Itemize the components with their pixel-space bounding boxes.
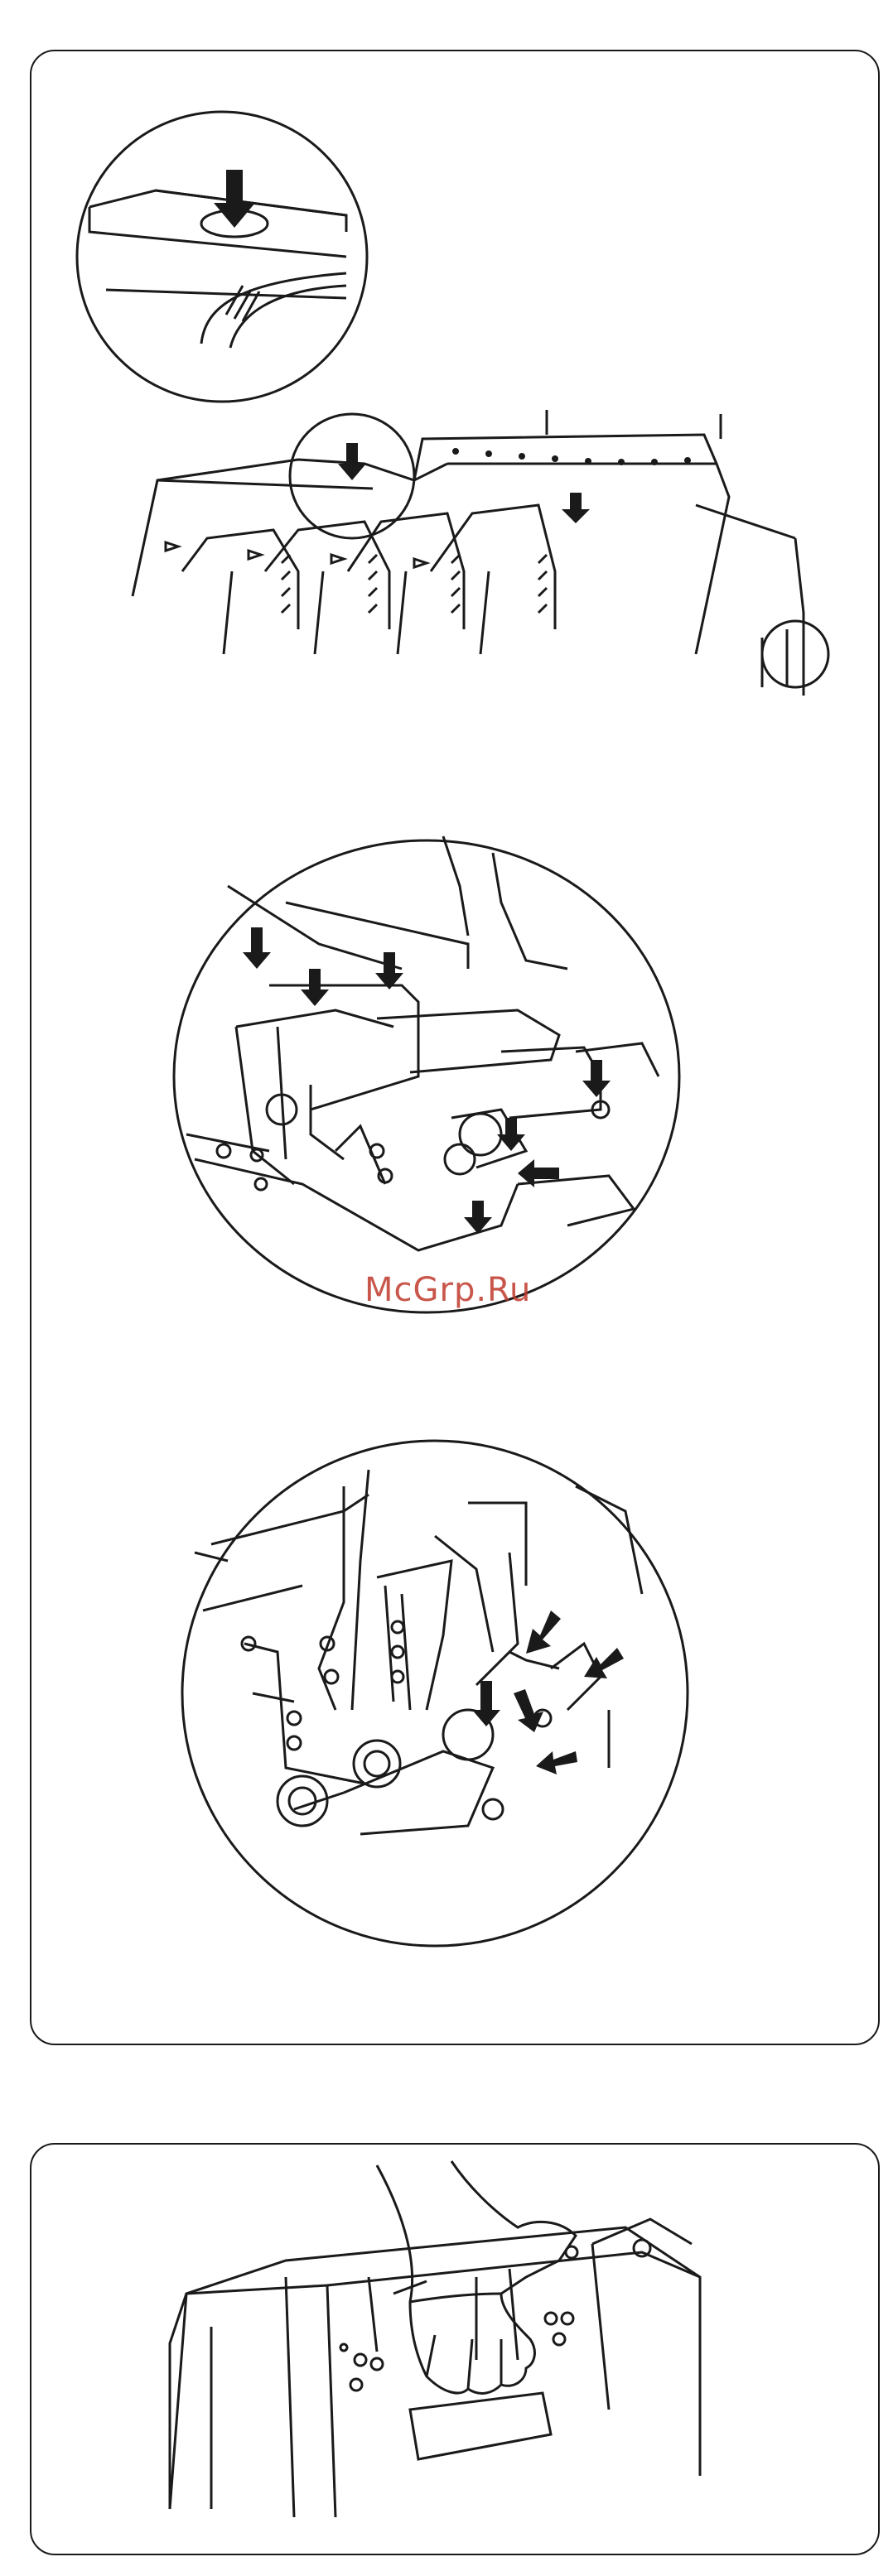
watermark-text: McGrp.Ru bbox=[364, 1271, 531, 1309]
looper-area-illustration bbox=[170, 836, 683, 1317]
thread-tension-dials-illustration bbox=[133, 406, 837, 696]
down-arrow-icon bbox=[562, 493, 590, 523]
looper-mechanism-illustration bbox=[178, 1437, 692, 1950]
carrying-handle-illustration bbox=[162, 2161, 741, 2534]
cover-detail-zoom-illustration bbox=[73, 108, 371, 406]
